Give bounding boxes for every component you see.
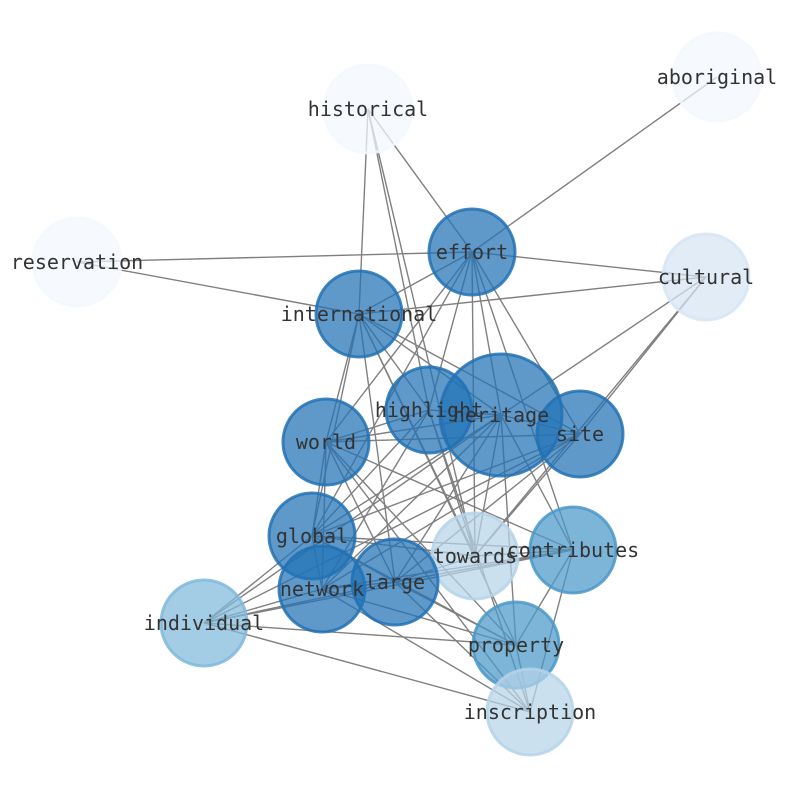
nodes-layer — [31, 31, 763, 757]
edge-individual-inscription — [203, 622, 531, 713]
node-label-world: world — [296, 430, 356, 454]
edge-international-large — [358, 313, 396, 583]
node-label-towards: towards — [433, 544, 517, 568]
node-label-effort: effort — [436, 240, 508, 264]
node-label-global: global — [276, 524, 348, 548]
labels-layer: historical aboriginal reservation effort cul… — [11, 65, 777, 724]
node-label-international: international — [281, 302, 438, 326]
edge-world-contributes — [325, 441, 574, 551]
edge-cultural-international — [358, 276, 707, 315]
node-cultural[interactable] — [661, 232, 751, 322]
node-aboriginal[interactable] — [671, 31, 763, 123]
edge-property-individual — [203, 622, 517, 646]
node-site[interactable] — [535, 389, 625, 479]
node-label-highlight: highlight — [375, 398, 483, 422]
node-historical[interactable] — [322, 63, 414, 155]
node-label-contributes: contributes — [507, 538, 639, 562]
node-label-property: property — [468, 633, 564, 657]
node-individual[interactable] — [159, 578, 249, 668]
edge-world-property — [325, 441, 517, 646]
node-international[interactable] — [314, 269, 404, 359]
edge-reservation-international — [76, 261, 360, 315]
node-contributes[interactable] — [528, 505, 618, 595]
node-label-individual: individual — [144, 611, 264, 635]
node-label-cultural: cultural — [658, 265, 754, 289]
node-towards[interactable] — [430, 511, 520, 601]
node-world[interactable] — [281, 397, 371, 487]
node-label-network: network — [280, 577, 364, 601]
node-effort[interactable] — [427, 207, 517, 297]
node-label-aboriginal: aboriginal — [657, 65, 777, 89]
node-label-historical: historical — [308, 97, 428, 121]
edge-historical-highlight — [367, 108, 430, 411]
edge-reservation-effort — [76, 251, 473, 263]
edge-historical-towards — [367, 108, 476, 557]
node-reservation[interactable] — [31, 216, 123, 308]
node-label-site: site — [556, 422, 604, 446]
node-large[interactable] — [350, 537, 440, 627]
node-label-large: large — [365, 570, 425, 594]
node-label-inscription: inscription — [464, 700, 596, 724]
node-label-reservation: reservation — [11, 250, 143, 274]
node-label-heritage: heritage — [453, 403, 549, 427]
edge-aboriginal-effort — [471, 76, 718, 253]
node-inscription[interactable] — [485, 667, 575, 757]
